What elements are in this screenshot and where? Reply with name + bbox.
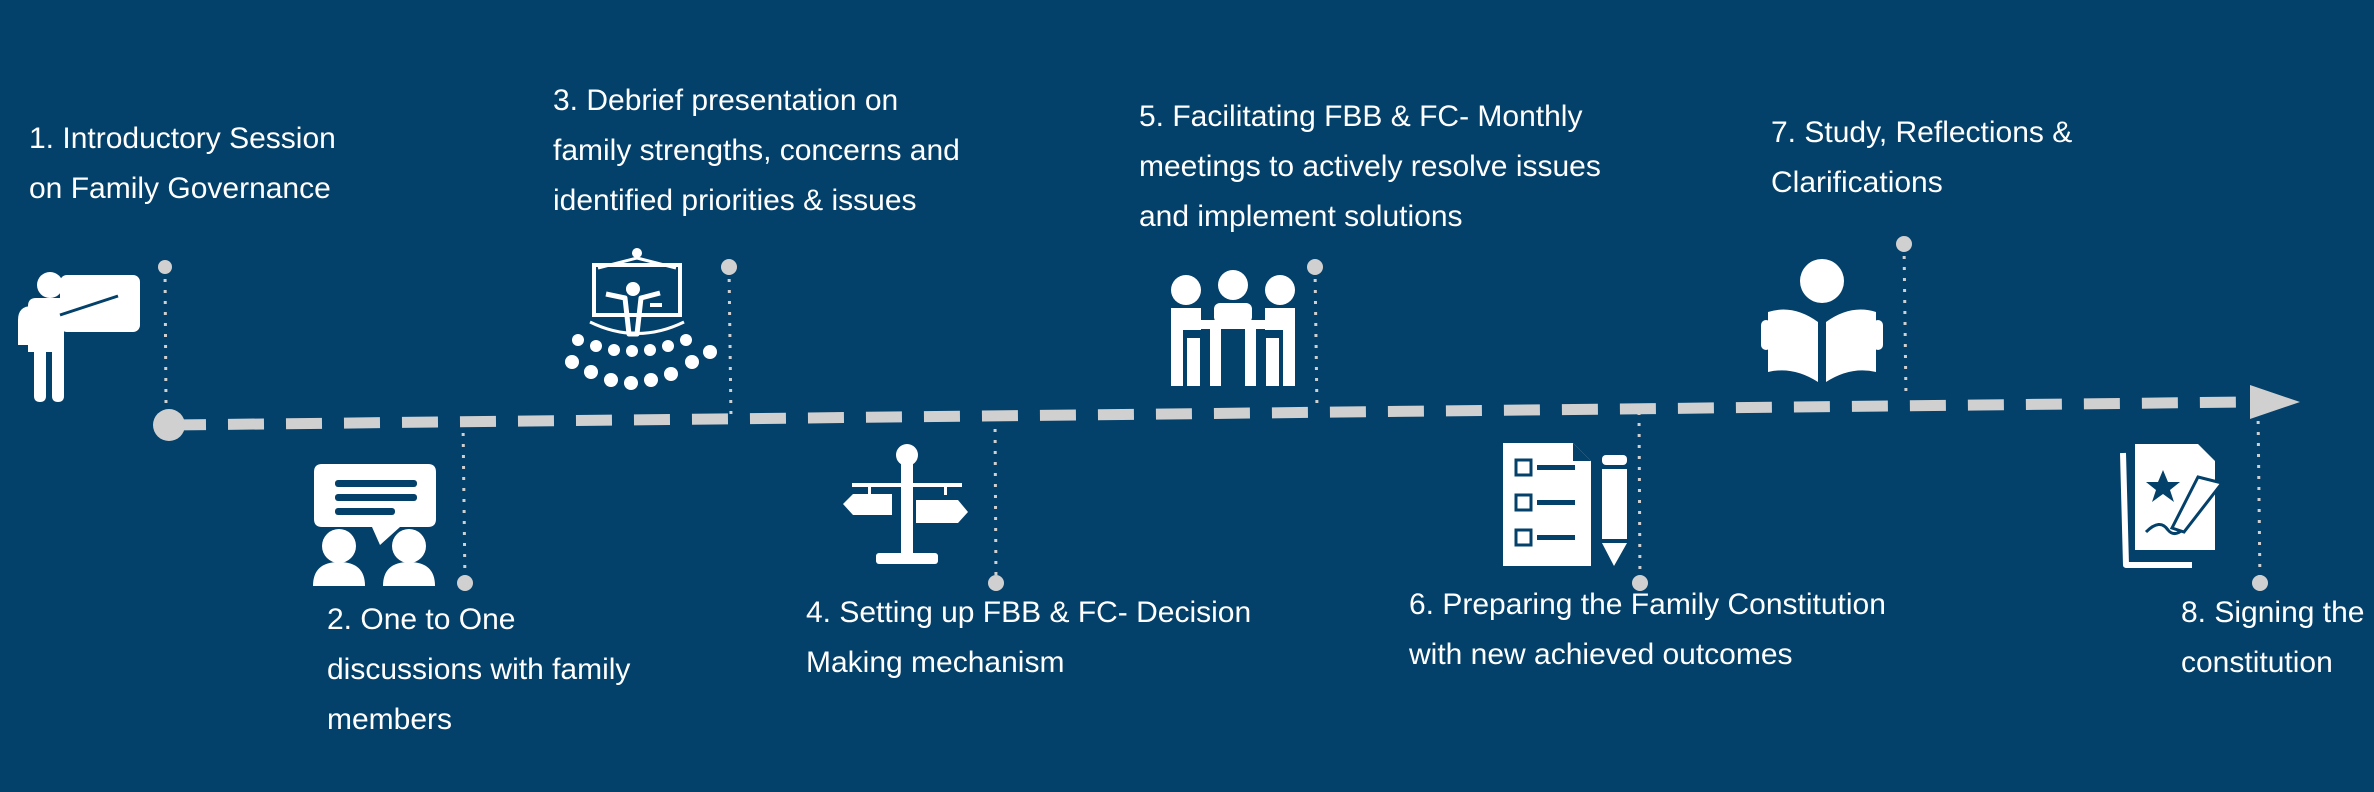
step-6-label: 6. Preparing the Family Constitution wit…	[1409, 588, 1886, 671]
step-7-label: 7. Study, Reflections & Clarifications	[1771, 116, 2073, 199]
step-1-label: 1. Introductory Session on Family Govern…	[29, 122, 336, 205]
signpost-icon	[843, 444, 968, 564]
connector-4	[988, 417, 1004, 591]
connector-7	[1896, 236, 1912, 399]
conversation-icon	[313, 464, 436, 586]
connector-1	[158, 260, 172, 405]
reader-icon	[1761, 259, 1883, 382]
timeline-start-dot	[153, 409, 185, 441]
step-4-label: 4. Setting up FBB & FC- Decision Making …	[806, 596, 1252, 679]
audience-presentation-icon	[565, 248, 717, 390]
timeline-arrowhead	[2250, 385, 2300, 419]
connector-6	[1632, 411, 1648, 591]
connector-3	[721, 259, 737, 419]
meeting-table-icon	[1171, 270, 1295, 386]
connector-2	[457, 421, 473, 591]
signed-document-icon	[2120, 444, 2225, 568]
step-8-label: 8. Signing the constitution	[2181, 596, 2365, 679]
step-5-label: 5. Facilitating FBB & FC- Monthly meetin…	[1139, 100, 1601, 233]
timeline-axis	[169, 396, 2251, 431]
step-2-label: 2. One to One discussions with family me…	[327, 603, 631, 736]
connector-5	[1307, 259, 1323, 411]
connector-8	[2252, 409, 2268, 591]
checklist-pencil-icon	[1503, 443, 1627, 566]
step-3-label: 3. Debrief presentation on family streng…	[553, 84, 960, 217]
presenter-board-icon	[18, 272, 140, 402]
